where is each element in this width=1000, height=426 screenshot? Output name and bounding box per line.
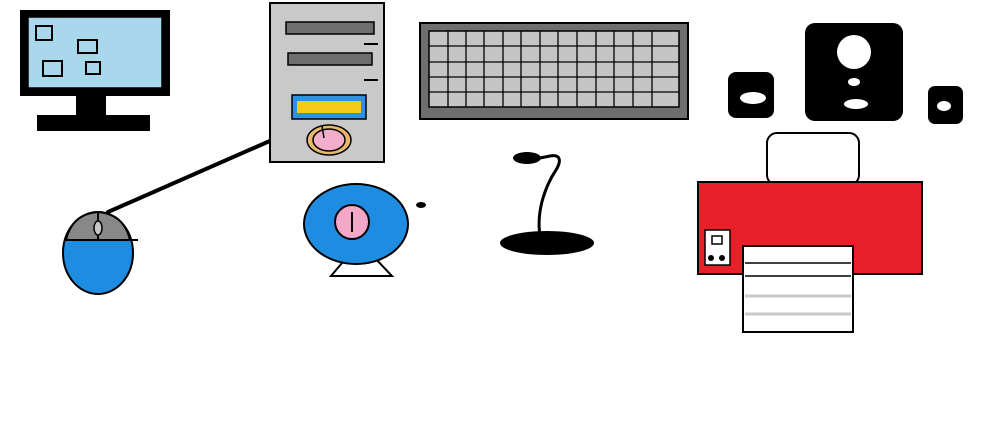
tower-slot-1 (285, 21, 375, 35)
speakers-icon (728, 23, 963, 124)
printed-paper (742, 245, 854, 333)
speaker-right-cone (937, 101, 951, 111)
mouse-icon (62, 210, 138, 295)
subwoofer-tweeter (848, 78, 860, 86)
microphone-icon (500, 152, 594, 255)
monitor-base (37, 115, 150, 131)
monitor-neck (76, 96, 106, 116)
printer-panel-button-2 (719, 255, 725, 261)
webcam-indicator (416, 202, 426, 208)
computer-tower-icon (269, 2, 385, 163)
keyboard-keys (428, 30, 680, 108)
tower-slot-2 (287, 52, 373, 66)
keyboard-key-grid (429, 31, 679, 107)
printer-icon (697, 132, 923, 333)
power-button-mark (321, 125, 325, 139)
speaker-left-cone (740, 92, 766, 104)
printer-paper-tray (766, 132, 860, 186)
printer-panel-screen (711, 235, 723, 245)
desktop-window-4 (85, 61, 101, 75)
drive-tray (297, 101, 361, 113)
desktop-window-2 (77, 39, 98, 54)
mouse-cable (106, 138, 274, 214)
microphone-stem (537, 154, 561, 237)
monitor-icon (20, 10, 170, 131)
microphone-head (513, 152, 541, 164)
desktop-window-1 (35, 25, 53, 41)
mouse-scroll-wheel (93, 220, 103, 236)
power-button (312, 128, 346, 152)
subwoofer (805, 23, 903, 121)
webcam-icon (303, 183, 426, 277)
printer-panel-button-1 (708, 255, 714, 261)
keyboard-icon (419, 22, 689, 120)
subwoofer-port (844, 99, 868, 109)
microphone-base (500, 231, 594, 255)
desktop-window-3 (42, 60, 63, 77)
subwoofer-woofer (837, 35, 871, 69)
